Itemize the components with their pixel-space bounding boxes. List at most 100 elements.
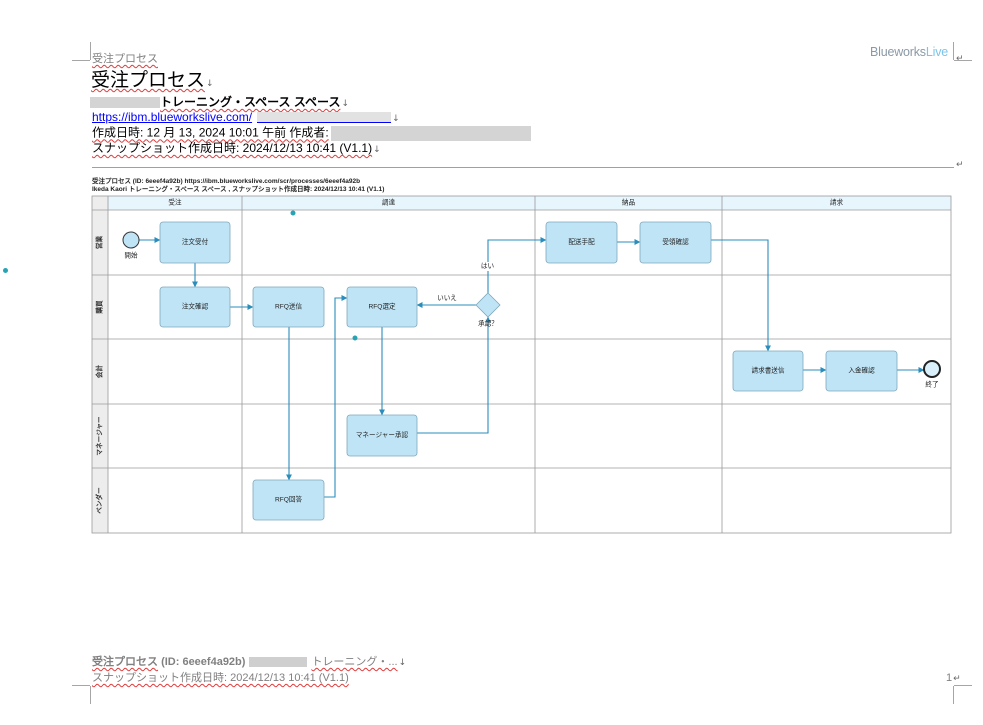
page-number-value: 1 xyxy=(946,672,953,684)
sequence-flows xyxy=(139,237,925,498)
process-hyperlink[interactable]: https://ibm.blueworkslive.com/ xyxy=(92,110,392,124)
logo-text-blueworks: Blueworks xyxy=(870,45,926,59)
created-info-text: 作成日時: 12 月 13, 2024 10:01 午前 作成者: xyxy=(92,125,329,140)
process-diagram-svg: 受注プロセス (ID: 6eeef4a92b) https://ibm.blue… xyxy=(91,176,952,534)
lane-label-purchasing: 購買 xyxy=(95,300,104,315)
document-title: 受注プロセス xyxy=(91,69,206,91)
created-info-line: 作成日時: 12 月 13, 2024 10:01 午前 作成者: xyxy=(92,126,531,141)
horizontal-rule xyxy=(92,167,954,168)
rule-paragraph-mark: ↵ xyxy=(956,160,964,170)
redacted-footer-owner xyxy=(249,657,308,668)
flow-receipt-check-to-invoice-send xyxy=(711,239,771,352)
task-delivery-arrange: 配送手配 xyxy=(545,221,618,264)
space-line: トレーニング・スペース スペース↓ xyxy=(90,96,349,109)
header-paragraph-mark: ↵ xyxy=(956,54,964,64)
start-event-label: 開始 xyxy=(124,251,138,260)
anchor-marker-dot[interactable] xyxy=(3,268,8,273)
flow-gateway-yes-to-delivery-arrange xyxy=(487,237,547,293)
snapshot-info-text: スナップショット作成日時: 2024/12/13 10:41 (V1.1) xyxy=(92,141,373,155)
footer-snapshot-info: スナップショット作成日時: 2024/12/13 10:41 (V1.1) xyxy=(92,672,349,684)
crop-mark-top-left-vertical xyxy=(90,42,91,60)
line-break-mark: ↓ xyxy=(398,658,407,668)
task-manager-approval: マネージャー承認 xyxy=(346,414,418,457)
gateway-yes-label: はい xyxy=(481,262,495,270)
task-label: 入金確認 xyxy=(848,366,875,375)
crop-mark-bottom-right-horizontal xyxy=(954,685,972,686)
task-label: RFQ送信 xyxy=(275,302,303,311)
task-label: 注文受付 xyxy=(182,237,209,246)
header-document-title: 受注プロセス xyxy=(92,53,158,65)
task-box xyxy=(545,221,618,264)
flow-rfq-answer-to-rfq-select xyxy=(324,295,348,498)
footer-document-id: (ID: 6eeef4a92b) xyxy=(161,656,246,668)
end-event-circle xyxy=(923,360,941,378)
document-title-line: 受注プロセス↓ xyxy=(91,71,214,90)
task-box xyxy=(346,414,418,457)
snapshot-info-line: スナップショット作成日時: 2024/12/13 10:41 (V1.1)↓ xyxy=(92,142,381,155)
yes-label-background xyxy=(479,262,496,271)
crop-mark-top-right-horizontal xyxy=(954,60,972,61)
task-payment-check: 入金確認 xyxy=(825,350,898,392)
task-receipt-check: 受領確認 xyxy=(639,221,712,264)
gateway-diamond xyxy=(475,292,501,318)
diagram-title-line2: Ikeda Kaori トレーニング・スペース スペース , スナップショット作… xyxy=(92,184,384,193)
crop-mark-top-left-horizontal xyxy=(72,60,90,61)
process-link-line: https://ibm.blueworkslive.com/ ↓ xyxy=(92,111,400,124)
redacted-author-name xyxy=(330,126,531,141)
line-break-mark: ↓ xyxy=(392,114,400,124)
task-order-receipt: 注文受付 xyxy=(159,221,231,264)
end-event: 終了 xyxy=(923,360,941,389)
crop-mark-bottom-left-horizontal xyxy=(72,685,90,686)
crop-mark-bottom-left-vertical xyxy=(90,686,91,704)
process-diagram-image[interactable]: 受注プロセス (ID: 6eeef4a92b) https://ibm.blue… xyxy=(88,172,956,538)
logo-text-live: Live xyxy=(925,45,949,59)
footer-line-1: 受注プロセス (ID: 6eeef4a92b) トレーニング・...↓ xyxy=(92,657,406,668)
start-event-circle xyxy=(122,231,140,249)
table-corner-cell xyxy=(92,196,108,210)
phase-header-billing: 請求 xyxy=(830,198,844,207)
anchor-marker-dot[interactable] xyxy=(290,210,296,216)
task-box xyxy=(732,350,804,392)
phase-header-row xyxy=(108,196,951,210)
task-label: マネージャー承認 xyxy=(356,430,409,439)
task-order-check: 注文確認 xyxy=(159,286,231,328)
lane-label-vendor: ベンダー xyxy=(95,487,104,514)
task-label: 請求書送信 xyxy=(752,366,785,375)
gateway-label: 承認？ xyxy=(478,319,498,328)
task-box xyxy=(252,479,325,521)
space-name: トレーニング・スペース スペース xyxy=(160,95,341,109)
task-box xyxy=(159,221,231,264)
anchor-marker-dot[interactable] xyxy=(352,335,358,341)
task-label: 配送手配 xyxy=(568,237,595,246)
task-box xyxy=(639,221,712,264)
line-break-mark: ↓ xyxy=(373,145,381,155)
table-outline xyxy=(91,195,952,534)
gateway-no-label: いいえ xyxy=(437,294,457,302)
start-event: 開始 xyxy=(122,231,140,260)
lane-header-column xyxy=(92,210,108,533)
blueworks-live-logo: BlueworksLive xyxy=(870,46,948,59)
process-hyperlink-text: https://ibm.blueworkslive.com/ xyxy=(92,110,253,124)
diagram-title-line1: 受注プロセス (ID: 6eeef4a92b) https://ibm.blue… xyxy=(92,176,360,185)
line-break-mark: ↓ xyxy=(341,99,350,109)
redacted-link-path xyxy=(257,112,392,124)
lane-label-manager: マネージャー xyxy=(96,416,104,456)
task-box xyxy=(252,286,325,328)
footer-space-name: トレーニング・... xyxy=(311,656,398,668)
task-label: RFQ回答 xyxy=(275,495,303,504)
lane-label-sales: 営業 xyxy=(95,236,104,250)
task-rfq-select: RFQ選定 xyxy=(346,286,418,328)
lane-label-accounting: 会計 xyxy=(95,365,104,379)
task-box xyxy=(825,350,898,392)
crop-mark-bottom-right-vertical xyxy=(953,686,954,704)
task-rfq-answer: RFQ回答 xyxy=(252,479,325,521)
task-box xyxy=(159,286,231,328)
phase-header-procurement: 調達 xyxy=(382,198,396,207)
footer-document-title: 受注プロセス xyxy=(92,656,158,668)
line-break-mark: ↓ xyxy=(206,79,214,89)
swimlane-table: 受注 調達 納品 請求 営業 購買 会計 マネージャー ベンダー xyxy=(91,195,952,534)
flow-manager-approval-to-gateway xyxy=(417,316,491,434)
task-invoice-send: 請求書送信 xyxy=(732,350,804,392)
approval-gateway: 承認？ はい いいえ xyxy=(437,262,501,328)
redacted-owner-name xyxy=(90,97,160,109)
